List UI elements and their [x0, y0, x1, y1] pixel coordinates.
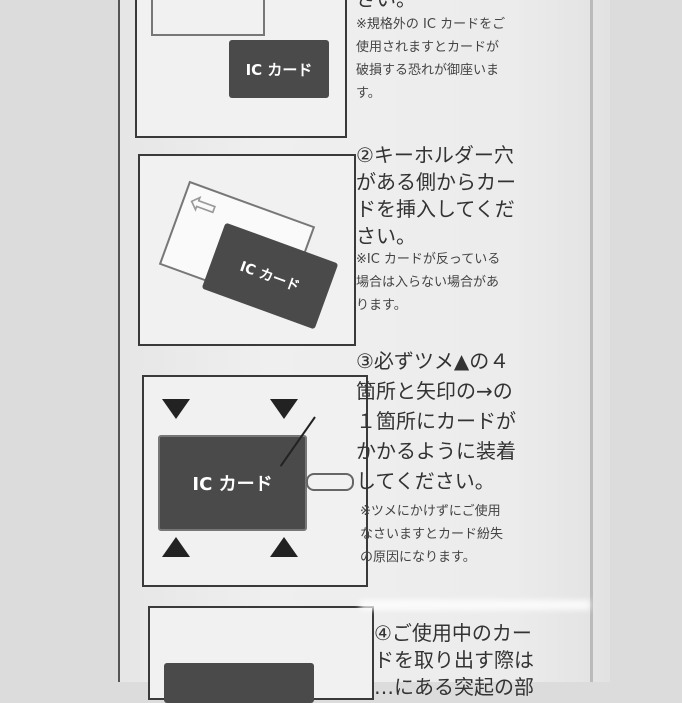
package-edge [590, 0, 593, 682]
step4-illustration [148, 606, 374, 703]
step3-note: ※ツメにかけずにご使用 なさいますとカード紛失 の原因になります。 [360, 504, 504, 565]
keyring-hole-icon [306, 473, 354, 491]
step2-illustration: ⇧ IC カード [138, 154, 356, 346]
ic-card [164, 663, 314, 703]
claw-triangle-icon [270, 399, 298, 419]
ic-card: IC カード [158, 435, 307, 531]
step1-text-tail: さい。 [356, 0, 416, 13]
claw-triangle-icon [162, 537, 190, 557]
step1-illustration: IC カード [135, 0, 347, 138]
claw-triangle-icon [162, 399, 190, 419]
card-holder-outline [151, 0, 265, 36]
ic-card: IC カード [201, 222, 339, 330]
step2-text: ②キーホルダー穴 がある側からカー ドを挿入してくだ さい。 [356, 143, 516, 248]
step3-illustration: IC カード [142, 375, 368, 587]
step1-note: ※規格外の IC カードをご 使用されますとカードが 破損する恐れが御座いま す… [356, 17, 506, 101]
step3-text: ③必ずツメ▲の４ 箇所と矢印の→の １箇所にカードが かかるように装着 してくだ… [356, 349, 516, 493]
step4-text: ④ご使用中のカー ドを取り出す際は …にある突起の部 [374, 621, 534, 699]
ic-card: IC カード [229, 40, 329, 98]
claw-triangle-icon [270, 537, 298, 557]
step2-note: ※IC カードが反っている 場合は入らない場合があ ります。 [356, 252, 501, 313]
plastic-glare [360, 600, 590, 610]
